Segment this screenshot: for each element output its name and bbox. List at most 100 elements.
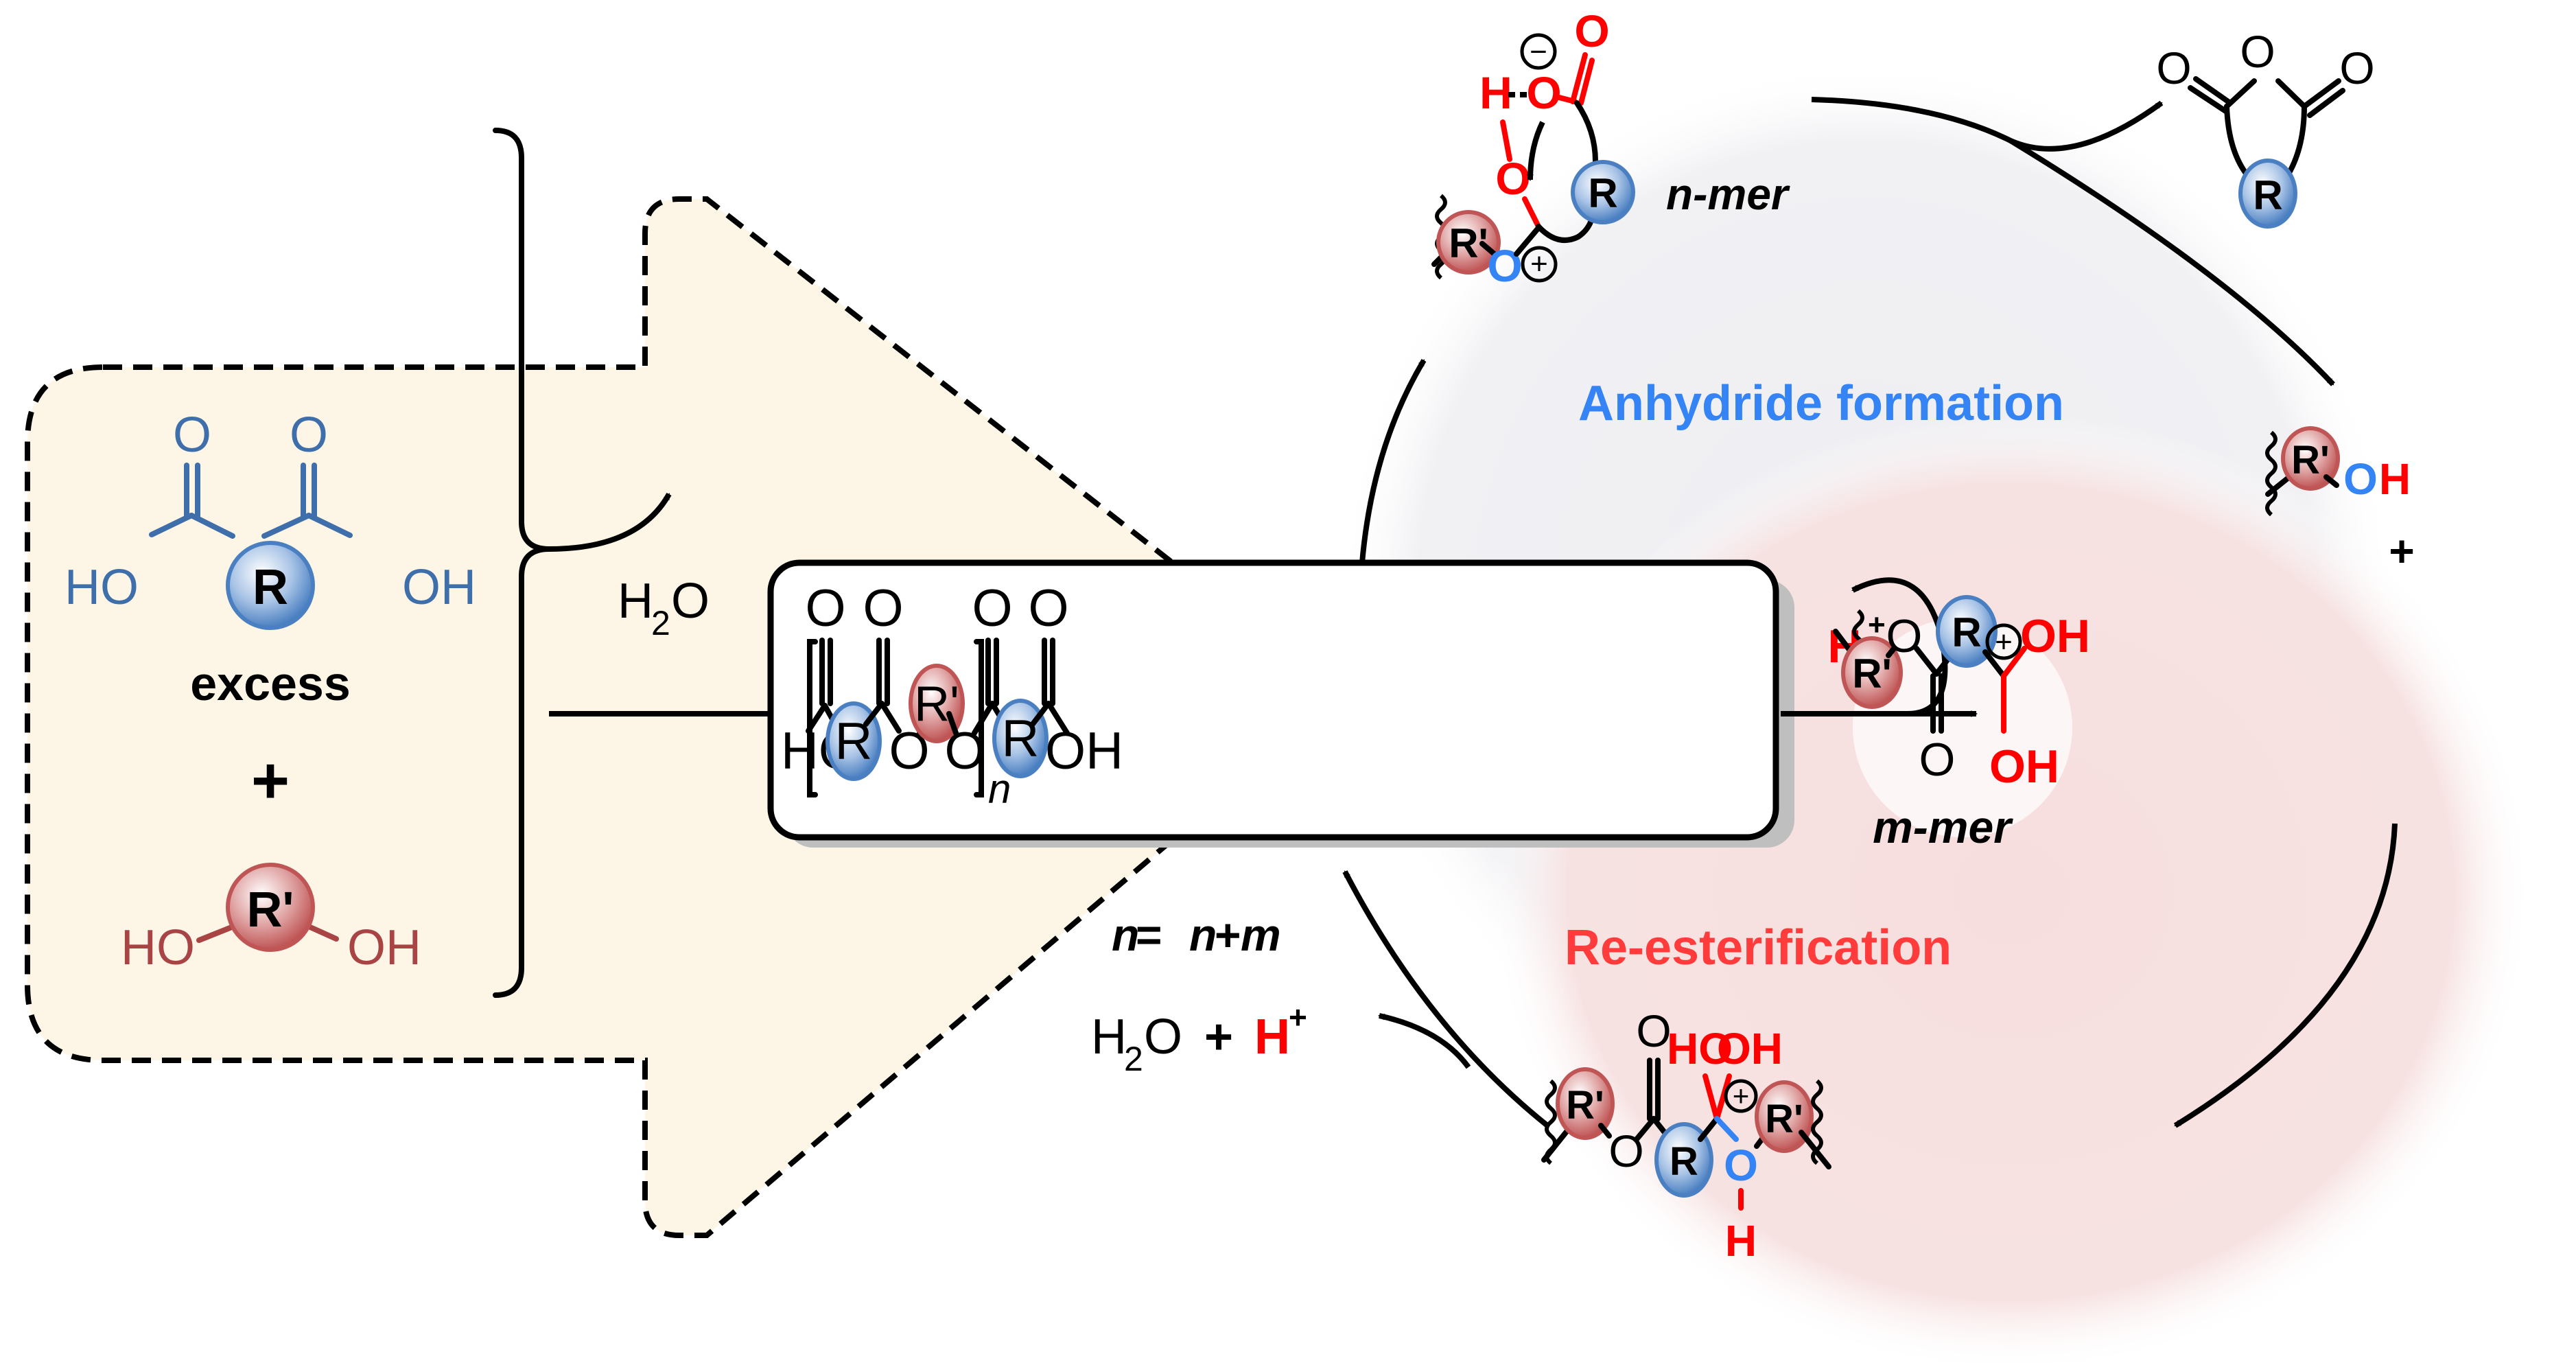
cycle-background-reesterification bbox=[1489, 412, 2532, 1363]
proton-h: H bbox=[1254, 1010, 1290, 1064]
diol-core-label: R' bbox=[1765, 1097, 1803, 1141]
polymer-structure: HO O R O O R' O n O R O OH bbox=[781, 579, 1123, 812]
acid-core-label: R bbox=[1588, 170, 1617, 216]
acid-core-sphere bbox=[226, 541, 315, 630]
water-proton-byproduct: H 2 O + H + bbox=[1091, 999, 1307, 1078]
hydroxyl-right-label: OH bbox=[347, 920, 421, 975]
diol-molecule: R' HO OH bbox=[121, 863, 421, 975]
nucleophilic-attack-arrow bbox=[1527, 121, 1545, 181]
plus-charge-symbol: + bbox=[1530, 247, 1548, 281]
plus-charge-icon bbox=[1724, 1079, 1758, 1113]
acid-core-sphere bbox=[1571, 160, 1635, 224]
cycle-center-white bbox=[1853, 618, 2072, 837]
diol-core-label: R' bbox=[1566, 1083, 1604, 1128]
water-subscript: 2 bbox=[651, 604, 670, 642]
anhydride-carbonyl-o: O bbox=[2339, 43, 2374, 93]
proton-sup: + bbox=[1289, 999, 1307, 1035]
n-variable: n bbox=[1189, 909, 1217, 960]
water-byproduct: H 2 O bbox=[618, 574, 710, 642]
carbonyl-o-label: O bbox=[972, 579, 1012, 638]
diol-core-label: R' bbox=[2291, 438, 2330, 482]
m-variable: m bbox=[1241, 909, 1281, 960]
plus-operator: + bbox=[1215, 909, 1241, 960]
excess-label: excess bbox=[190, 657, 351, 710]
diol-core-sphere bbox=[1436, 210, 1501, 275]
diol-core-sphere bbox=[2281, 426, 2340, 491]
plus-charge-symbol: + bbox=[1733, 1080, 1750, 1112]
acid-core-label: R bbox=[1952, 609, 1981, 655]
oxonium-h: H bbox=[1725, 1216, 1757, 1266]
water-h: H bbox=[618, 574, 653, 629]
plus-charge-icon bbox=[1521, 246, 1558, 283]
plus-charge-icon bbox=[1985, 623, 2022, 660]
hydroxyl-label: OH bbox=[1989, 741, 2059, 793]
repeat-bracket-left bbox=[807, 639, 818, 797]
reactant-panel bbox=[25, 196, 1210, 1238]
anhydride-carbonyl-o: O bbox=[2156, 43, 2191, 93]
acid-core-sphere bbox=[2238, 159, 2297, 229]
carboxylate-o: O bbox=[1526, 67, 1561, 118]
oxygen-red: O bbox=[1495, 153, 1530, 204]
carbonyl-o-label: O bbox=[1919, 734, 1956, 786]
carbonyl-o-label: O bbox=[290, 408, 328, 463]
anhydride-formation-label: Anhydride formation bbox=[1578, 376, 2064, 431]
plus-sign: + bbox=[2389, 526, 2414, 576]
nmer-label: n-mer bbox=[1666, 170, 1790, 219]
water-subscript: 2 bbox=[1124, 1040, 1143, 1078]
released-alcohol: R' O H bbox=[2265, 426, 2411, 517]
reesterification-label: Re-esterification bbox=[1565, 920, 1952, 975]
hydroxyl-right: OH bbox=[1717, 1024, 1783, 1073]
minus-charge-icon bbox=[1520, 33, 1557, 70]
equals-sign: = bbox=[1136, 909, 1162, 960]
alcohol-o: O bbox=[2343, 454, 2378, 504]
minus-charge-symbol: − bbox=[1530, 35, 1547, 69]
carbonyl-o-red: O bbox=[1574, 5, 1609, 56]
water-release-arrow bbox=[548, 493, 672, 552]
hydroxyl-right-label: OH bbox=[402, 560, 476, 615]
cycle-arrow-to-anhydride bbox=[1811, 97, 2164, 152]
polymer-right-end: OH bbox=[1045, 722, 1123, 780]
proton-sup: + bbox=[1868, 608, 1886, 642]
carbonyl-o-label: O bbox=[1636, 1005, 1671, 1056]
acid-core-label: R bbox=[2253, 172, 2282, 218]
alcohol-h: H bbox=[2379, 454, 2411, 504]
diacid-molecule: O O HO OH R bbox=[65, 408, 476, 630]
cycle-arrow-return bbox=[1342, 870, 1549, 1128]
water-proton-release-arrow bbox=[1378, 1013, 1471, 1069]
hydroxyl-left-label: HO bbox=[121, 920, 195, 975]
hydroxyl-label: OH bbox=[2020, 610, 2090, 662]
water-h: H bbox=[1091, 1010, 1127, 1064]
hydrogen-red: H bbox=[1479, 67, 1512, 118]
nmer-intermediate: R' O + O H O − O R n-mer bbox=[1431, 5, 1790, 291]
acid-core-label: R bbox=[1670, 1139, 1698, 1184]
hydroxyl-left: HO bbox=[1667, 1024, 1733, 1073]
mmer-label: m-mer bbox=[1873, 802, 2013, 852]
mmer-intermediate: R' O O R + OH OH m-mer bbox=[1833, 595, 2090, 852]
acid-core-label: R bbox=[1002, 710, 1040, 768]
carbonyl-o-label: O bbox=[805, 579, 845, 638]
tetrahedral-intermediate: R' O O R HO OH O + H R' bbox=[1541, 1005, 1831, 1266]
acid-core-sphere bbox=[1654, 1122, 1713, 1198]
cycle-arrow-to-tetrahedral bbox=[2173, 823, 2398, 1128]
plus-sign: + bbox=[1204, 1010, 1233, 1064]
diol-core-sphere bbox=[1755, 1080, 1814, 1153]
acid-core-sphere bbox=[1936, 595, 1998, 668]
oxonium-o: O bbox=[1724, 1141, 1758, 1190]
n-variable: n bbox=[1112, 909, 1139, 960]
acid-core-label: R bbox=[253, 560, 288, 615]
carbonyl-o-label: O bbox=[173, 408, 211, 463]
diol-core-sphere bbox=[226, 863, 315, 952]
cycle-arrow-to-nmer bbox=[1359, 358, 1427, 563]
water-o: O bbox=[671, 574, 710, 629]
plus-charge-symbol: + bbox=[1995, 625, 2013, 659]
plus-sign: + bbox=[251, 744, 290, 817]
cycle-arrow-to-alcohol bbox=[2009, 138, 2335, 386]
cyclic-anhydride-product: O O O R bbox=[2156, 26, 2375, 229]
diol-core-label: R' bbox=[246, 883, 294, 937]
ester-o-label: O bbox=[1886, 610, 1923, 662]
chain-length-update: n = n + m bbox=[1112, 909, 1281, 960]
ester-o-blue: O bbox=[1487, 240, 1522, 291]
hydroxyl-left-label: HO bbox=[65, 560, 139, 615]
water-o: O bbox=[1144, 1010, 1182, 1064]
